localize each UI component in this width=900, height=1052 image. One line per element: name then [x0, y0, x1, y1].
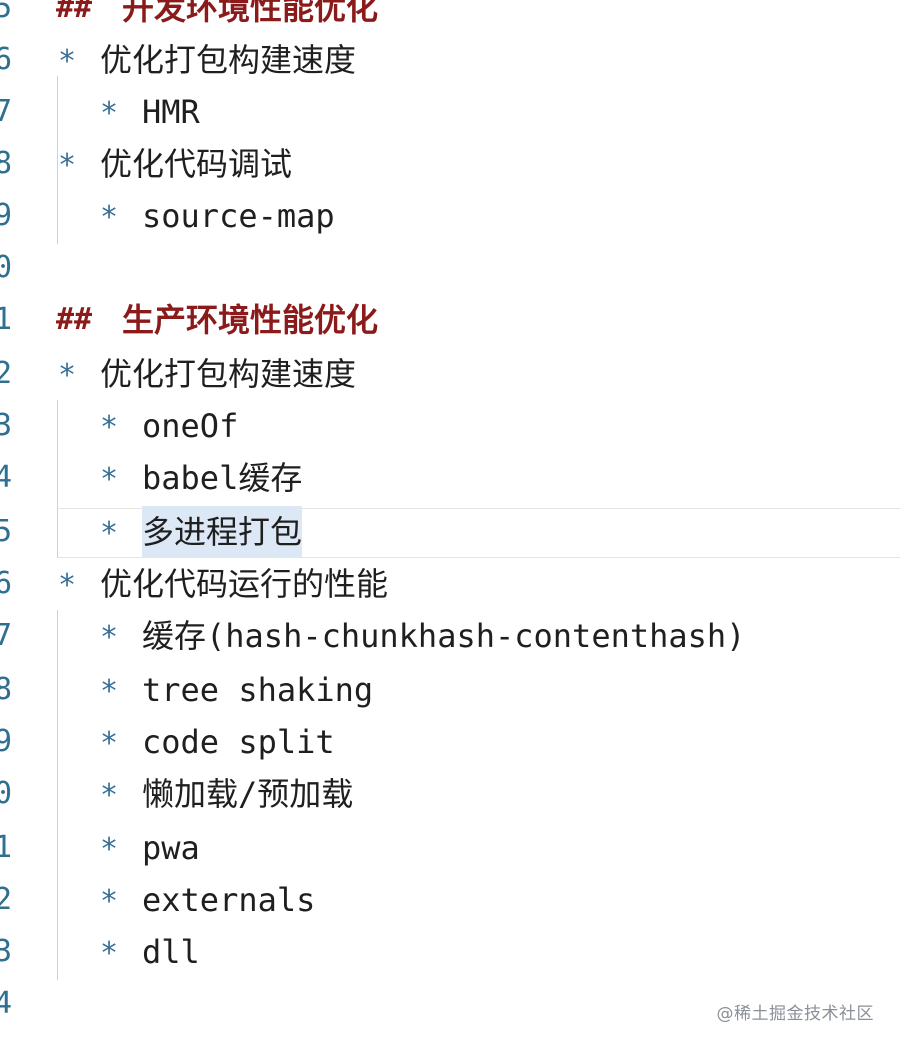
line-number: 3: [0, 934, 13, 969]
list-item-text: externals: [142, 881, 316, 919]
editor-line[interactable]: 8 * tree shaking: [0, 664, 900, 716]
bullet-marker: *: [100, 620, 119, 655]
indent-guide: [57, 76, 58, 244]
line-number: 4: [0, 460, 13, 495]
list-item-text: source-map: [142, 197, 335, 235]
editor-line[interactable]: 0 * 懒加载/预加载: [0, 768, 900, 820]
heading-marker: ##: [56, 302, 93, 337]
list-item-text: babel缓存: [142, 459, 303, 497]
line-number: 0: [0, 250, 13, 285]
bullet-marker: *: [100, 462, 119, 497]
bullet-marker: *: [58, 358, 77, 393]
line-number: 9: [0, 198, 13, 233]
list-item-text: 优化代码运行的性能: [100, 565, 389, 603]
editor-line[interactable]: 6 * 优化打包构建速度: [0, 34, 900, 86]
bullet-marker: *: [58, 44, 77, 79]
current-line-highlight: [58, 508, 900, 558]
selected-text[interactable]: 多进程打包: [142, 506, 303, 558]
line-number: 5: [0, 0, 13, 25]
line-number: 8: [0, 146, 13, 181]
list-item-text: pwa: [142, 829, 200, 867]
line-number: 5: [0, 514, 13, 549]
line-number: 9: [0, 724, 13, 759]
list-item-text: dll: [142, 933, 200, 971]
bullet-marker: *: [100, 726, 119, 761]
editor-line[interactable]: 8 * 优化代码调试: [0, 138, 900, 190]
editor-line[interactable]: 7 * 缓存(hash-chunkhash-contenthash): [0, 610, 900, 662]
bullet-marker: *: [100, 96, 119, 131]
editor-line[interactable]: 6 * 优化代码运行的性能: [0, 558, 900, 610]
editor-line[interactable]: 9 * source-map: [0, 190, 900, 242]
editor-line[interactable]: 0: [0, 242, 900, 294]
editor-line[interactable]: 4 * babel缓存: [0, 452, 900, 504]
editor-line[interactable]: 2 * 优化打包构建速度: [0, 348, 900, 400]
line-number: 8: [0, 672, 13, 707]
line-number: 7: [0, 618, 13, 653]
line-number: 2: [0, 882, 13, 917]
line-number: 4: [0, 986, 13, 1021]
line-number: 6: [0, 566, 13, 601]
line-number: 2: [0, 356, 13, 391]
indent-guide: [57, 400, 58, 558]
list-item-text: code split: [142, 723, 335, 761]
bullet-marker: *: [100, 200, 119, 235]
editor-line[interactable]: 2 * externals: [0, 874, 900, 926]
bullet-marker: *: [100, 410, 119, 445]
bullet-marker: *: [58, 568, 77, 603]
indent-guide: [57, 610, 58, 980]
list-item-text: oneOf: [142, 407, 239, 445]
bullet-marker: *: [100, 884, 119, 919]
bullet-marker: *: [100, 832, 119, 867]
editor-line[interactable]: 1 ## 生产环境性能优化: [0, 294, 900, 346]
line-number: 1: [0, 830, 13, 865]
line-number: 0: [0, 776, 13, 811]
bullet-marker: *: [100, 516, 119, 551]
list-item-text: 懒加载/预加载: [142, 775, 354, 813]
heading-marker: ##: [56, 0, 93, 25]
list-item-text: tree shaking: [142, 671, 374, 709]
list-item-text: HMR: [142, 93, 200, 131]
editor-line[interactable]: 9 * code split: [0, 716, 900, 768]
editor-line[interactable]: 7 * HMR: [0, 86, 900, 138]
heading-text: 开发环境性能优化: [122, 0, 379, 27]
bullet-marker: *: [100, 674, 119, 709]
editor-line[interactable]: 3 * oneOf: [0, 400, 900, 452]
line-number: 1: [0, 302, 13, 337]
editor-line[interactable]: 1 * pwa: [0, 822, 900, 874]
list-item-text: 优化代码调试: [100, 145, 293, 183]
editor-line[interactable]: 4: [0, 978, 900, 1030]
bullet-marker: *: [58, 148, 77, 183]
watermark: @稀土掘金技术社区: [716, 1004, 874, 1024]
editor-line[interactable]: 5 ## 开发环境性能优化: [0, 0, 900, 34]
bullet-marker: *: [100, 936, 119, 971]
editor-line-current[interactable]: 5 * 多进程打包: [0, 506, 900, 558]
heading-text: 生产环境性能优化: [122, 301, 379, 339]
line-number: 6: [0, 42, 13, 77]
bullet-marker: *: [100, 778, 119, 813]
line-number: 3: [0, 408, 13, 443]
list-item-text: 优化打包构建速度: [100, 41, 357, 79]
editor-line[interactable]: 3 * dll: [0, 926, 900, 978]
list-item-text: 缓存(hash-chunkhash-contenthash): [142, 617, 746, 655]
line-number: 7: [0, 94, 13, 129]
list-item-text: 优化打包构建速度: [100, 355, 357, 393]
